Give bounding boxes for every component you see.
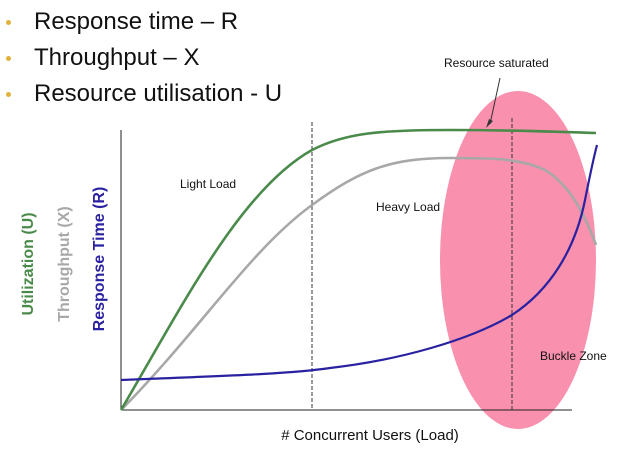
saturation-zone: [440, 91, 596, 429]
region-label-light-load: Light Load: [180, 177, 236, 191]
arrowhead-icon: [486, 119, 493, 128]
bullet-text: Response time – R: [34, 8, 239, 35]
response-time-curve: [120, 144, 599, 382]
y-label-throughput: Throughput (X): [56, 206, 73, 322]
x-axis-label: # Concurrent Users (Load): [281, 427, 459, 444]
saturation-annotation-arrow: [489, 77, 501, 125]
region-label-heavy-load: Heavy Load: [376, 200, 440, 214]
region-label-buckle-zone: Buckle Zone: [540, 349, 607, 363]
bullet-dot-icon: [6, 56, 11, 61]
bullet-dot-icon: [6, 20, 11, 25]
bullet-dot-icon: [6, 92, 11, 97]
annotation-resource-saturated: Resource saturated: [444, 56, 549, 70]
y-label-response-time: Response Time (R): [91, 187, 108, 332]
bullet-text: Resource utilisation - U: [34, 80, 283, 107]
throughput-curve: [120, 156, 598, 411]
bullet-text: Throughput – X: [34, 44, 200, 71]
y-label-utilization: Utilization (U): [20, 212, 37, 315]
utilization-curve: [119, 128, 597, 411]
